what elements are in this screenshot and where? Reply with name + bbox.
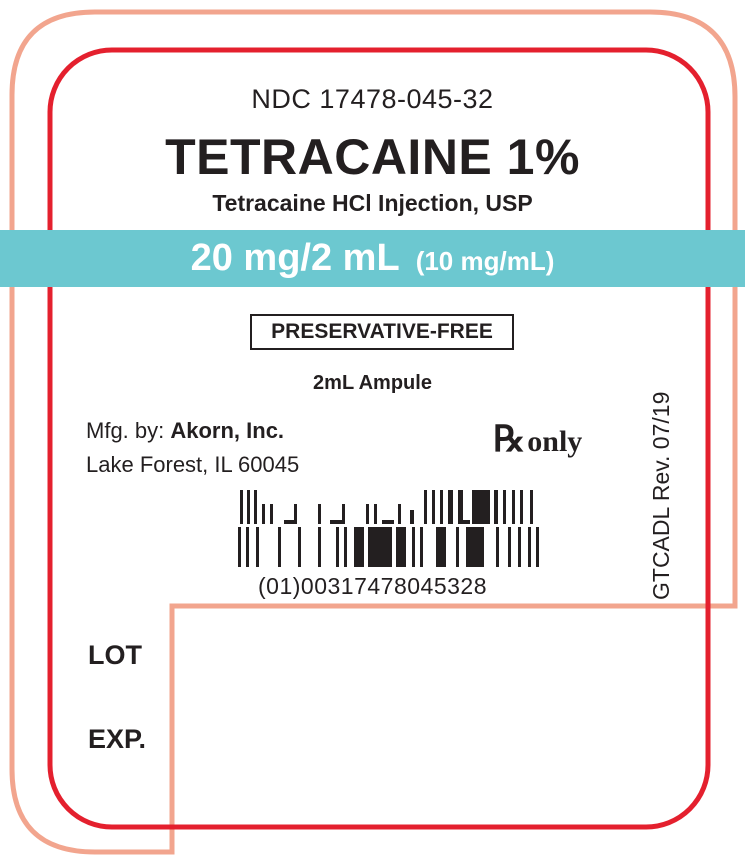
barcode-bar (472, 490, 490, 524)
barcode-bar (420, 527, 423, 567)
barcode-bar (462, 520, 470, 524)
barcode-bar (298, 527, 301, 567)
barcode-bar (344, 527, 347, 567)
barcode-bar (494, 490, 498, 524)
strength-band (0, 230, 745, 287)
barcode-bar (410, 510, 414, 524)
barcode-bar (396, 527, 406, 567)
barcode-bar (240, 490, 243, 524)
barcode-bar (318, 527, 321, 567)
barcode-bar (294, 504, 297, 524)
barcode-bar (436, 527, 446, 567)
barcode-bar (284, 520, 296, 524)
barcode-bar (424, 490, 427, 524)
barcode-bar (366, 504, 369, 524)
side-code-text: GTCADL Rev. 07/19 (648, 391, 674, 600)
barcode-bar (354, 527, 364, 567)
barcode-bar (536, 527, 539, 567)
drug-name: TETRACAINE 1% (165, 129, 580, 185)
barcode-bar (518, 527, 521, 567)
barcode-bar (382, 520, 394, 524)
barcode-bar (512, 490, 515, 524)
barcode-bar (466, 527, 484, 567)
barcode-bar (262, 504, 265, 524)
manufacturer-line: Mfg. by: Akorn, Inc. (86, 418, 284, 444)
outer-border (9, 9, 738, 855)
concentration-text: (10 mg/mL) (415, 246, 555, 276)
barcode-bar (336, 527, 339, 567)
manufacturer-name: Akorn, Inc. (170, 418, 285, 443)
strength-text: 20 mg/2 mL (190, 237, 400, 279)
preservative-free-badge: PRESERVATIVE-FREE (250, 314, 514, 350)
exp-label: EXP. (88, 724, 147, 754)
mfg-prefix: Mfg. by: (86, 418, 171, 443)
container-text: 2mL Ampule (313, 372, 432, 394)
strength-row: 20 mg/2 mL (10 mg/mL) (0, 230, 745, 287)
barcode-bar (270, 504, 273, 524)
barcode-bar (342, 504, 345, 524)
barcode-bar (398, 504, 401, 524)
barcode-bar (496, 527, 499, 567)
barcode-icon (238, 490, 539, 567)
barcode-bar (448, 490, 453, 524)
lot-label: LOT (88, 640, 142, 670)
barcode-bar (247, 490, 250, 524)
barcode-bar (456, 527, 459, 567)
barcode-bar (318, 504, 321, 524)
barcode-bar (440, 490, 443, 524)
barcode-bar (458, 490, 463, 524)
barcode-bar (238, 527, 241, 567)
barcode-bar (412, 527, 415, 567)
barcode-bar (330, 520, 342, 524)
barcode-bar (528, 527, 531, 567)
barcode-bar (530, 490, 533, 524)
ndc-number: NDC 17478-045-32 (251, 84, 494, 114)
barcode-bar (508, 527, 511, 567)
barcode-bar (246, 527, 249, 567)
barcode-bar (254, 490, 257, 524)
manufacturer-address: Lake Forest, IL 60045 (86, 452, 300, 477)
barcode-bar (368, 527, 392, 567)
barcode-bar (503, 490, 506, 524)
barcode-bar (256, 527, 259, 567)
barcode-bar (278, 527, 281, 567)
inner-border (47, 47, 711, 830)
generic-name: Tetracaine HCl Injection, USP (212, 190, 533, 216)
barcode-bar (374, 504, 377, 524)
barcode-bar (520, 490, 523, 524)
barcode-number: (01)00317478045328 (258, 573, 487, 599)
barcode-bar (432, 490, 435, 524)
rx-only-text: only (527, 425, 583, 458)
rx-symbol-icon: ℞ (493, 419, 526, 459)
rx-only-mark: ℞only (493, 418, 582, 460)
